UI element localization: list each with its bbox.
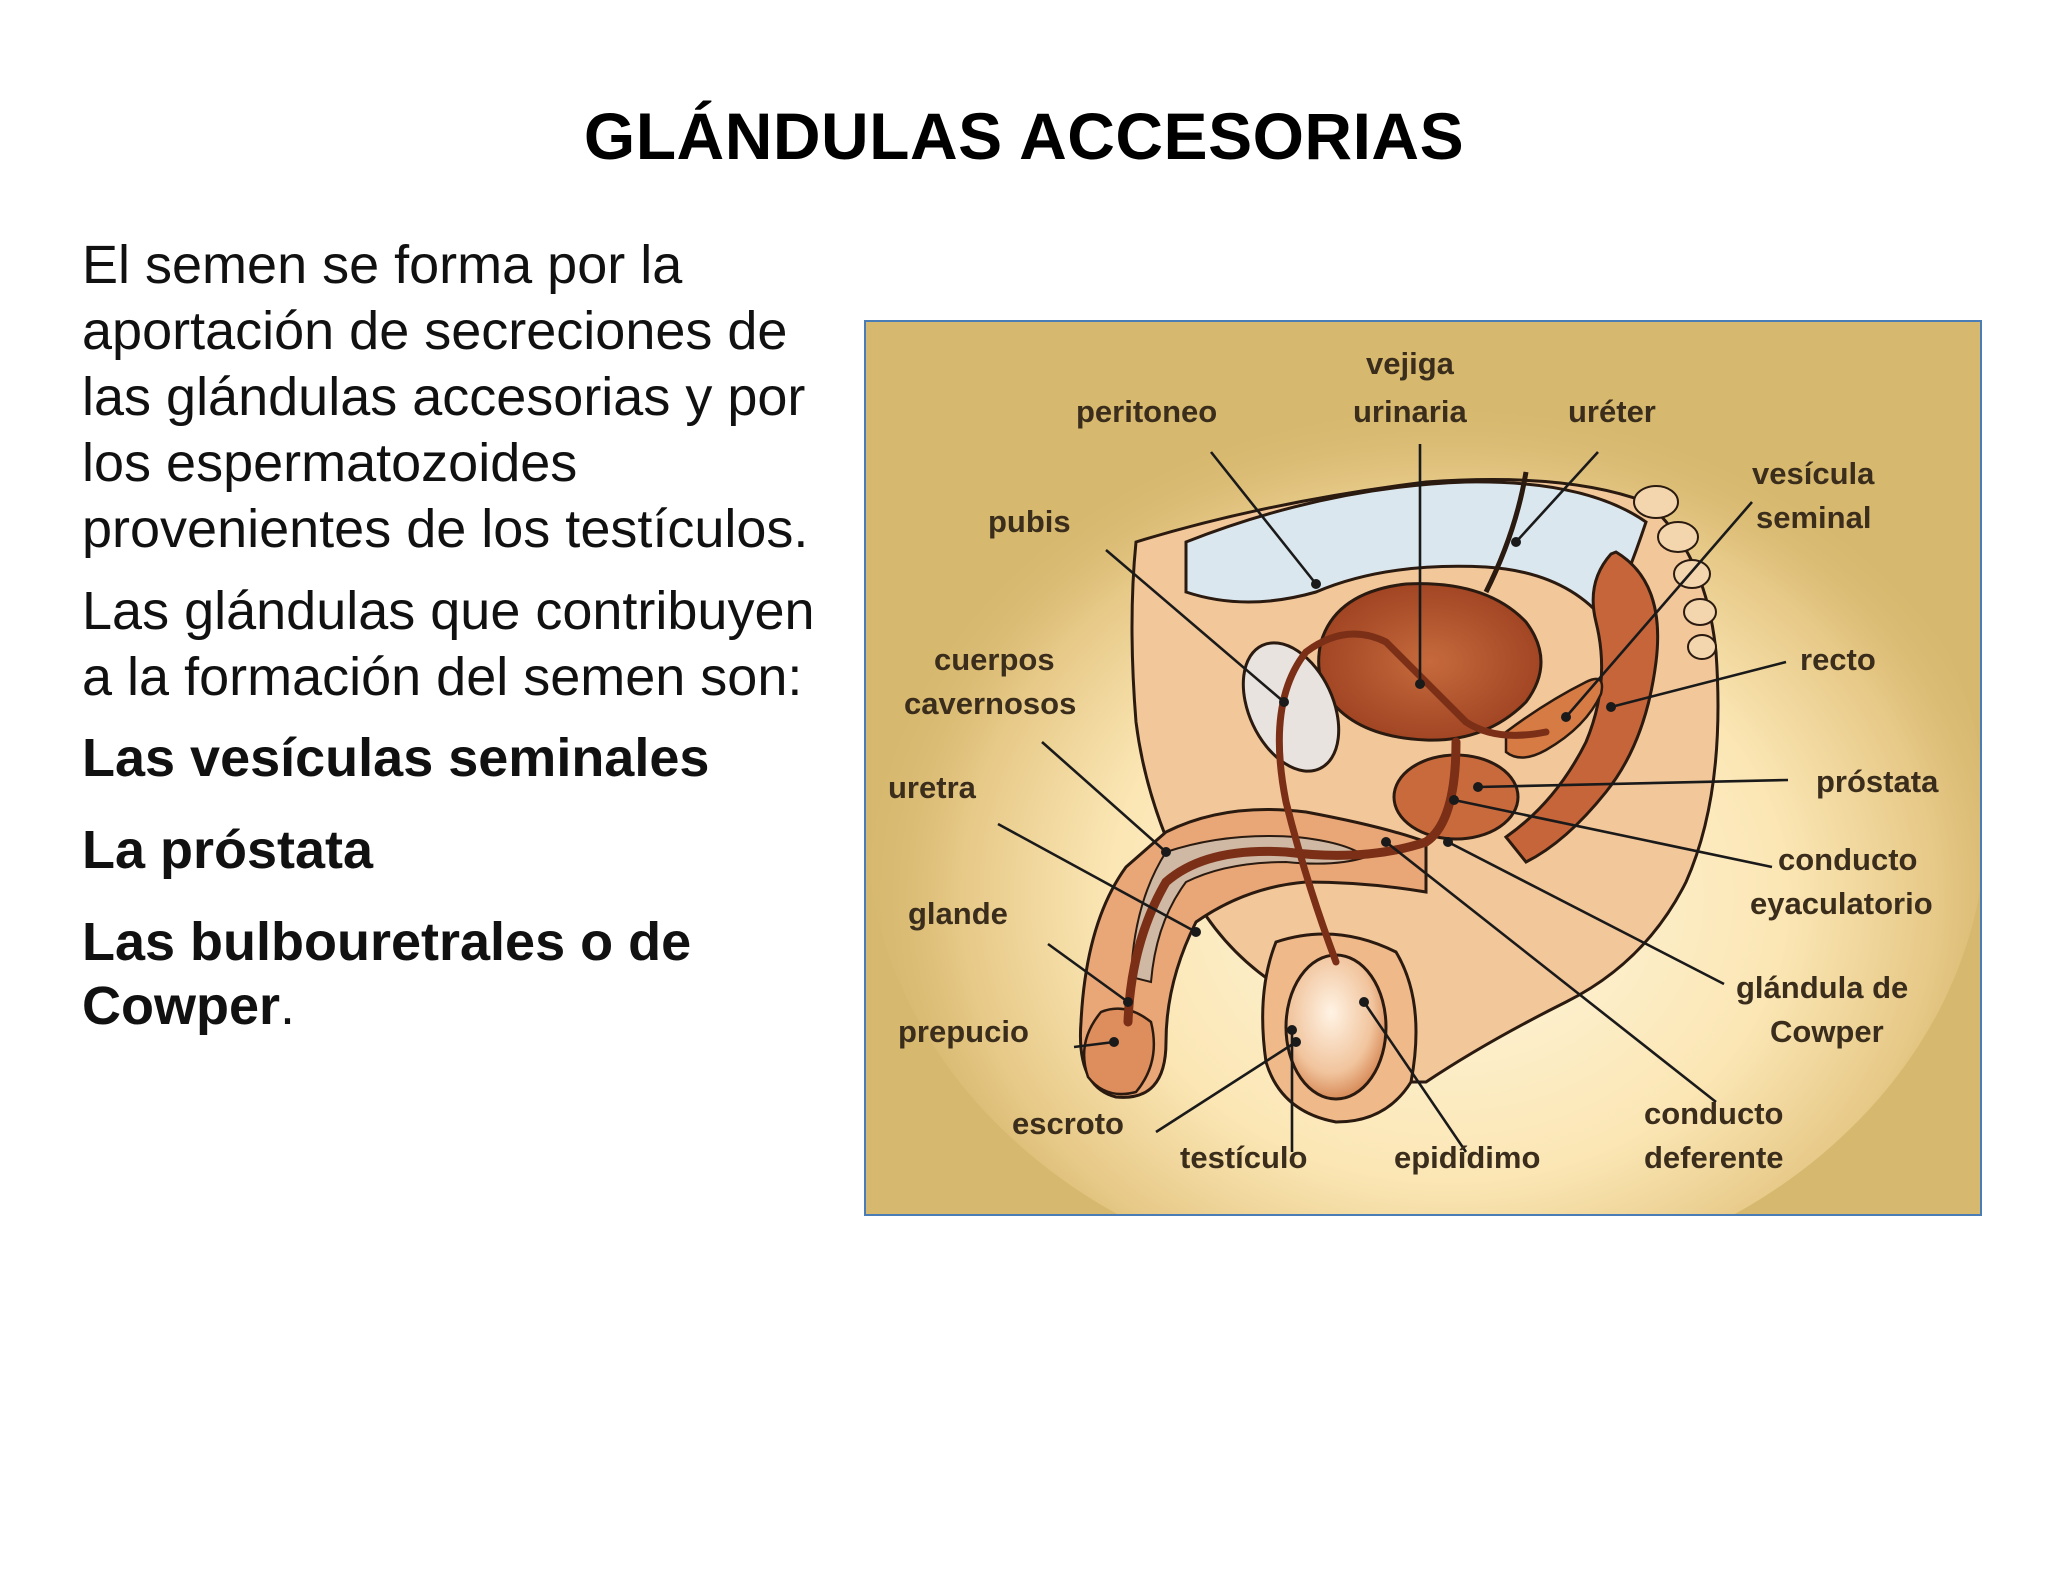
label-conducto-eyaculatorio-2: eyaculatorio bbox=[1750, 886, 1933, 921]
testis bbox=[1284, 953, 1388, 1101]
label-peritoneo: peritoneo bbox=[1076, 394, 1217, 429]
label-seminal: seminal bbox=[1756, 500, 1871, 535]
label-vejiga: vejiga bbox=[1366, 346, 1455, 381]
label-vesicula: vesícula bbox=[1752, 456, 1875, 491]
gland-item-prostata: La próstata bbox=[82, 820, 374, 880]
label-prepucio: prepucio bbox=[898, 1014, 1029, 1049]
spine bbox=[1633, 485, 1717, 660]
slide-title: GLÁNDULAS ACCESORIAS bbox=[583, 99, 1465, 173]
glands-intro-paragraph: Las glándulas que contribuyen a la forma… bbox=[82, 581, 815, 707]
label-glande: glande bbox=[908, 896, 1008, 931]
leader-lines bbox=[997, 444, 1789, 1153]
label-cuerpos: cuerpos bbox=[934, 642, 1055, 677]
label-testiculo: testículo bbox=[1180, 1140, 1307, 1175]
text-column: El semen se forma por la aportación de s… bbox=[82, 232, 822, 1066]
gland-item-cowper-period: . bbox=[280, 976, 296, 1036]
label-uretra: uretra bbox=[888, 770, 977, 805]
bladder bbox=[1317, 582, 1543, 742]
urethra-duct bbox=[1123, 737, 1461, 1027]
label-pubis: pubis bbox=[988, 504, 1071, 539]
glans bbox=[1082, 1007, 1156, 1096]
gland-item-cowper: Las bulbouretrales o de Cowper. bbox=[82, 910, 822, 1038]
male-reproductive-anatomy-diagram: peritoneo vejiga urinaria uréter vesícul… bbox=[866, 322, 1980, 1214]
label-cavernosos: cavernosos bbox=[904, 686, 1076, 721]
label-escroto: escroto bbox=[1012, 1106, 1124, 1141]
diagram-labels: peritoneo vejiga urinaria uréter vesícul… bbox=[888, 346, 1939, 1175]
label-glandula-de: glándula de bbox=[1736, 970, 1908, 1005]
label-urinaria: urinaria bbox=[1353, 394, 1467, 429]
label-epididimo: epidídimo bbox=[1394, 1140, 1540, 1175]
label-prostata: próstata bbox=[1816, 764, 1939, 799]
gland-item-vesiculas: Las vesículas seminales bbox=[82, 728, 710, 788]
label-conducto-deferente-2: deferente bbox=[1644, 1140, 1784, 1175]
gland-item-cowper-text: Las bulbouretrales o de Cowper bbox=[82, 912, 692, 1036]
intro-paragraph: El semen se forma por la aportación de s… bbox=[82, 235, 809, 559]
label-conducto-deferente-1: conducto bbox=[1644, 1096, 1784, 1131]
ureter bbox=[1483, 471, 1529, 594]
anatomy-diagram-frame: peritoneo vejiga urinaria uréter vesícul… bbox=[864, 320, 1982, 1216]
label-cowper: Cowper bbox=[1770, 1014, 1884, 1049]
label-recto: recto bbox=[1800, 642, 1876, 677]
label-ureter: uréter bbox=[1568, 394, 1656, 429]
rectum bbox=[1503, 550, 1660, 864]
label-conducto-eyaculatorio-1: conducto bbox=[1778, 842, 1918, 877]
pubic-bone bbox=[1241, 641, 1341, 773]
vas-deferens bbox=[1275, 630, 1550, 966]
